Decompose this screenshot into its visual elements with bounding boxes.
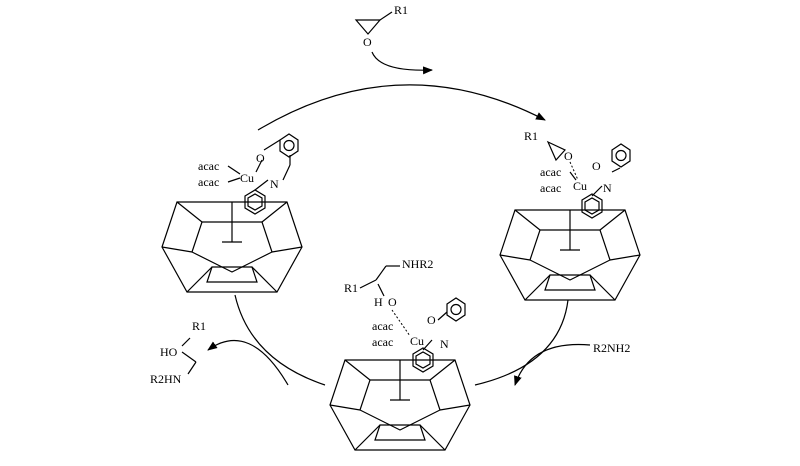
product-ho: HO: [160, 345, 178, 359]
bottom-acac-1: acac: [372, 319, 393, 333]
bottom-acac-2: acac: [372, 335, 393, 349]
amine-reagent: R2NH2: [514, 341, 630, 386]
catalyst-right: Cu N O acac acac R1 O: [499, 129, 641, 301]
epoxide-r1-label: R1: [394, 3, 408, 17]
intermediate-r1: R1: [344, 281, 358, 295]
right-epoxide-o: O: [564, 149, 573, 163]
intermediate-h: H: [374, 295, 383, 309]
product-r2hn: R2HN: [150, 372, 182, 386]
bottom-n-label: N: [440, 337, 449, 351]
product-release-arrow: [207, 340, 289, 386]
cycle-arc-top: [257, 84, 546, 131]
cycle-arcs: [234, 84, 569, 386]
cycle-arc-left: [234, 294, 326, 386]
left-o-label: O: [256, 151, 265, 165]
left-cu-label: Cu: [240, 171, 254, 185]
amine-entry-arrow: [514, 343, 591, 386]
bottom-cu-label: Cu: [410, 334, 424, 348]
left-n-label: N: [270, 177, 279, 191]
product: R1 HO R2HN: [150, 319, 289, 386]
product-r1: R1: [192, 319, 206, 333]
epoxide-reagent: R1 O: [354, 3, 433, 75]
intermediate-o: O: [388, 295, 397, 309]
right-n-label: N: [603, 181, 612, 195]
left-acac-2: acac: [198, 175, 219, 189]
right-acac-1: acac: [540, 165, 561, 179]
right-acac-2: acac: [540, 181, 561, 195]
cycle-arc-right: [474, 299, 569, 386]
catalyst-left: Cu N O acac acac: [161, 133, 303, 293]
epoxide-entry-arrow: [371, 51, 433, 75]
right-epoxide-r1: R1: [524, 129, 538, 143]
right-cu-label: Cu: [573, 179, 587, 193]
epoxide-oxygen-label: O: [363, 35, 372, 49]
intermediate-nhr2: NHR2: [402, 257, 433, 271]
bottom-o-label: O: [427, 313, 436, 327]
left-acac-1: acac: [198, 159, 219, 173]
catalyst-bottom: Cu N O acac acac NHR2 R1 H O: [329, 257, 471, 451]
amine-label: R2NH2: [593, 341, 630, 355]
right-o-label: O: [592, 159, 601, 173]
